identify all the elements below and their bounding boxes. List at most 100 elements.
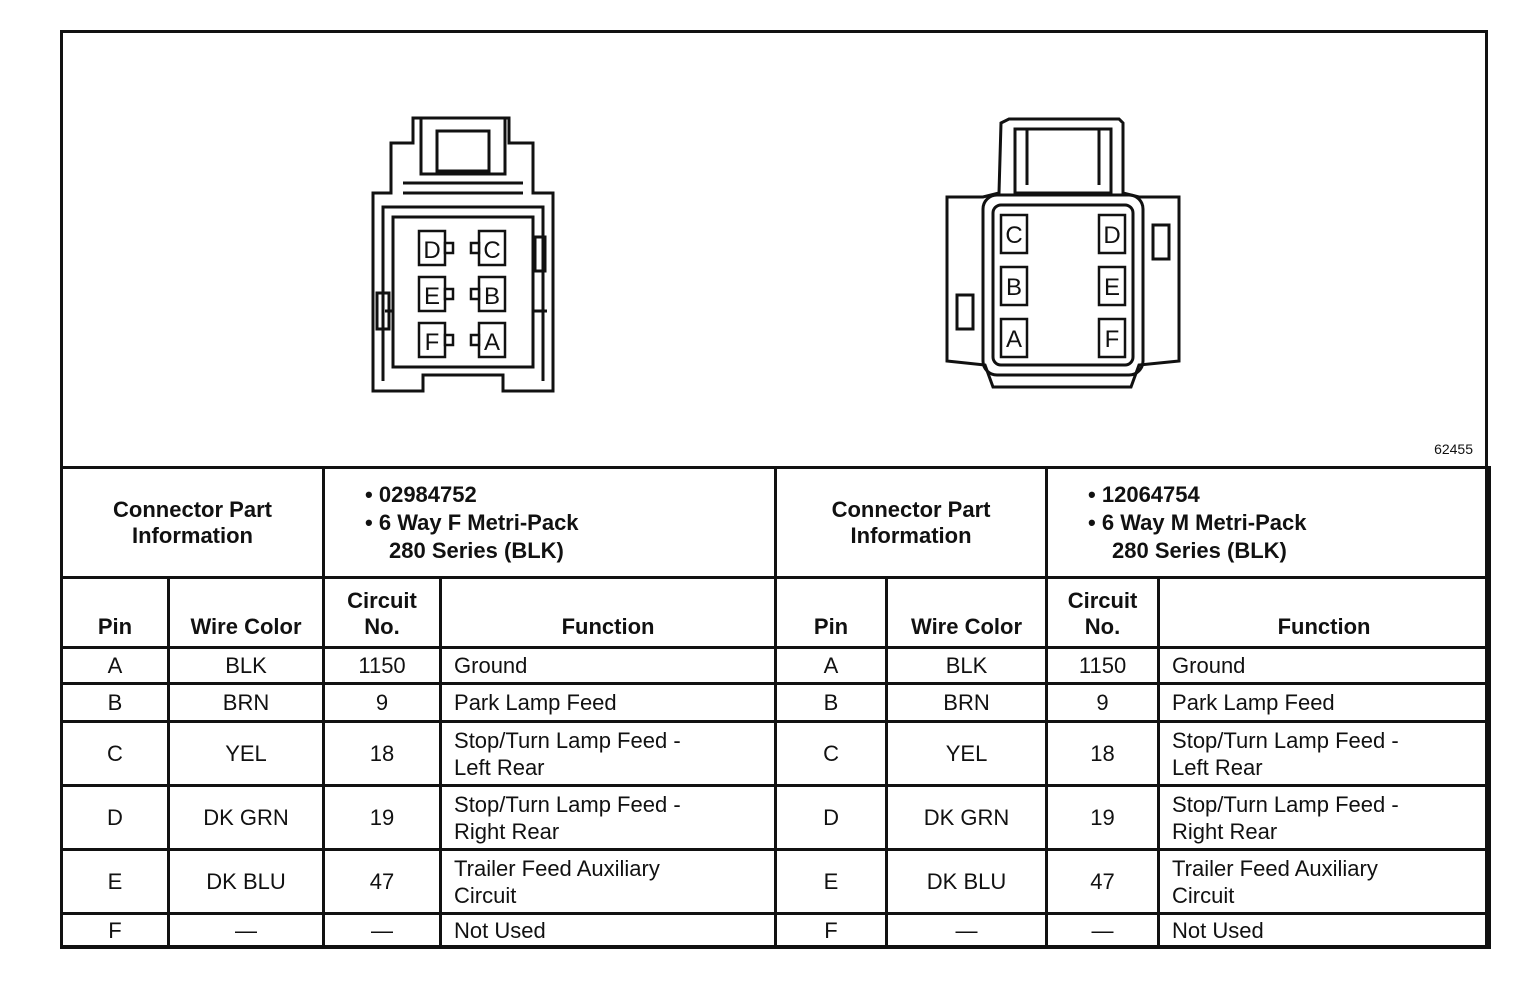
- circuit-cell: 1150: [1045, 646, 1161, 685]
- pin-cell: D: [60, 784, 170, 851]
- circuit-cell: 18: [322, 720, 443, 787]
- pin-cell: A: [60, 646, 170, 685]
- function-cell: Stop/Turn Lamp Feed -Left Rear: [439, 720, 778, 787]
- col-pin: Pin: [60, 576, 170, 649]
- diagram-frame: D C E B F A: [59, 30, 1492, 949]
- function-cell: Park Lamp Feed: [1157, 682, 1492, 723]
- circuit-cell: 47: [1045, 848, 1161, 915]
- part-series: 280 Series (BLK): [389, 537, 564, 563]
- function-line: Stop/Turn Lamp Feed -: [454, 791, 681, 817]
- circuit-cell: 9: [1045, 682, 1161, 723]
- function-line: Circuit: [1172, 882, 1235, 908]
- col-function: Function: [439, 576, 778, 649]
- part-series: 280 Series (BLK): [1112, 537, 1287, 563]
- col-function: Function: [1157, 576, 1492, 649]
- part-description: • 6 Way F Metri-Pack: [365, 509, 579, 535]
- part-number: • 02984752: [365, 481, 477, 507]
- wire-color-cell: YEL: [166, 720, 326, 787]
- function-line: Park Lamp Feed: [454, 690, 617, 715]
- circuit-cell: 9: [322, 682, 443, 723]
- male-connector-drawing: C D B E A F: [945, 117, 1181, 389]
- pin-label: B: [484, 283, 500, 310]
- function-cell: Stop/Turn Lamp Feed -Left Rear: [1157, 720, 1492, 787]
- function-cell: Park Lamp Feed: [439, 682, 778, 723]
- circuit-cell: 19: [1045, 784, 1161, 851]
- pin-label: C: [1005, 222, 1022, 249]
- function-line: Park Lamp Feed: [1172, 690, 1335, 715]
- pin-label: E: [1104, 274, 1120, 301]
- pin-cell: E: [774, 848, 889, 915]
- pin-label: F: [1105, 326, 1120, 353]
- female-connector-drawing: D C E B F A: [371, 116, 555, 393]
- col-wire-color: Wire Color: [166, 576, 326, 649]
- function-line: Right Rear: [454, 818, 560, 844]
- wire-color-cell: DK BLU: [885, 848, 1049, 915]
- function-cell: Stop/Turn Lamp Feed -Right Rear: [1157, 784, 1492, 851]
- pin-label: D: [1103, 222, 1120, 249]
- pin-cell: C: [774, 720, 889, 787]
- pin-label: F: [425, 329, 440, 356]
- connector-drawing-area: D C E B F A: [63, 33, 1485, 466]
- circuit-cell: 47: [322, 848, 443, 915]
- function-line: Not Used: [454, 918, 546, 943]
- pin-label: A: [1006, 326, 1022, 353]
- wire-color-cell: BLK: [885, 646, 1049, 685]
- function-line: Ground: [454, 653, 528, 678]
- function-line: Not Used: [1172, 918, 1264, 943]
- wire-color-cell: —: [885, 912, 1049, 949]
- function-line: Left Rear: [454, 754, 545, 780]
- pin-cell: C: [60, 720, 170, 787]
- pin-cell: F: [60, 912, 170, 949]
- wire-color-cell: DK BLU: [166, 848, 326, 915]
- col-wire-color: Wire Color: [885, 576, 1049, 649]
- wire-color-cell: —: [166, 912, 326, 949]
- function-cell: Not Used: [1157, 912, 1492, 949]
- part-info-row: Connector Part Information • 02984752 • …: [59, 466, 1492, 579]
- part-info-label: Connector Part Information: [59, 466, 326, 579]
- part-info-label: Connector Part Information: [774, 466, 1049, 579]
- wire-color-cell: BRN: [166, 682, 326, 723]
- part-info-details: • 12064754 • 6 Way M Metri-Pack 280 Seri…: [1045, 466, 1492, 579]
- function-line: Ground: [1172, 653, 1246, 678]
- wire-color-cell: YEL: [885, 720, 1049, 787]
- pin-cell: E: [60, 848, 170, 915]
- pin-label: D: [423, 237, 440, 264]
- function-line: Trailer Feed Auxiliary: [1172, 855, 1378, 881]
- function-line: Circuit: [454, 882, 517, 908]
- pin-label: C: [483, 237, 500, 264]
- function-line: Stop/Turn Lamp Feed -: [454, 727, 681, 753]
- circuit-cell: —: [322, 912, 443, 949]
- pin-label: E: [424, 283, 440, 310]
- circuit-cell: 1150: [322, 646, 443, 685]
- function-line: Trailer Feed Auxiliary: [454, 855, 660, 881]
- pin-cell: D: [774, 784, 889, 851]
- pin-cell: B: [774, 682, 889, 723]
- pin-label: A: [484, 329, 500, 356]
- wire-color-cell: DK GRN: [166, 784, 326, 851]
- circuit-cell: 19: [322, 784, 443, 851]
- function-line: Right Rear: [1172, 818, 1278, 844]
- circuit-cell: —: [1045, 912, 1161, 949]
- part-description: • 6 Way M Metri-Pack: [1088, 509, 1307, 535]
- function-line: Stop/Turn Lamp Feed -: [1172, 727, 1399, 753]
- pin-cell: A: [774, 646, 889, 685]
- function-line: Left Rear: [1172, 754, 1263, 780]
- wire-color-cell: BLK: [166, 646, 326, 685]
- function-cell: Ground: [1157, 646, 1492, 685]
- function-cell: Not Used: [439, 912, 778, 949]
- pin-cell: B: [60, 682, 170, 723]
- part-number: • 12064754: [1088, 481, 1200, 507]
- figure-id: 62455: [1434, 441, 1473, 457]
- function-line: Stop/Turn Lamp Feed -: [1172, 791, 1399, 817]
- circuit-cell: 18: [1045, 720, 1161, 787]
